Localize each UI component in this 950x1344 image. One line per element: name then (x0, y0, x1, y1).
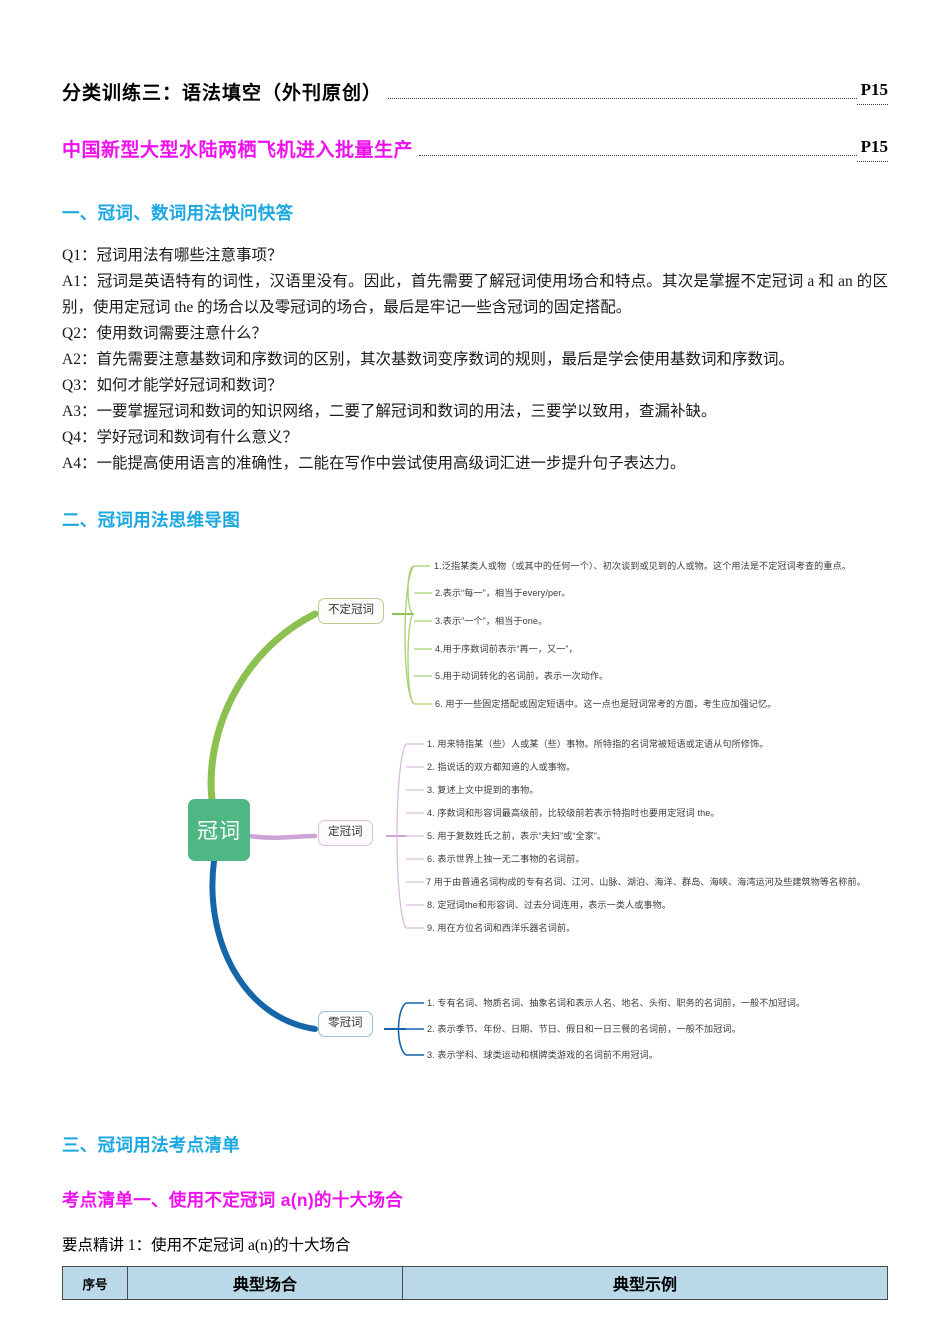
mind-map-center-node: 冠词 (188, 799, 250, 861)
mind-map-branch-definite-article: 定冠词 (318, 820, 373, 846)
section-heading-1: 一、冠词、数词用法快问快答 (62, 203, 294, 223)
table-header-example: 典型示例 (402, 1266, 888, 1300)
qa-line: Q4：学好冠词和数词有什么意义？ (62, 429, 298, 446)
mind-map-leaf: 1. 用来特指某（些）人或某（些）事物。所特指的名词常被短语或定语从句所修饰。 (427, 739, 769, 749)
mind-map-leaf: 8. 定冠词the和形容词、过去分词连用，表示一类人或事物。 (427, 900, 672, 910)
mind-map-leaf: 2.表示“每一”，相当于every/per。 (435, 588, 571, 598)
mind-map-connectors (207, 565, 432, 1056)
article-mind-map: 冠词 不定冠词 定冠词 零冠词 1.泛指某类人或物（或其中的任何一个）、初次谈到… (62, 548, 888, 1110)
qa-line: Q2：使用数词需要注意什么？ (62, 325, 267, 342)
table-header-case: 典型场合 (127, 1266, 403, 1300)
mind-map-leaf: 3. 表示学科、球类运动和棋牌类游戏的名词前不用冠词。 (427, 1050, 659, 1060)
mind-map-leaf: 4. 序数词和形容词最高级前，比较级前若表示特指时也要用定冠词 the。 (427, 808, 720, 818)
mind-map-leaf: 2. 表示季节、年份、日期、节日、假日和一日三餐的名词前，一般不加冠词。 (427, 1024, 741, 1034)
article-title-page-number: P15 (856, 137, 888, 162)
article-title: 中国新型大型水陆两栖飞机进入批量生产 (62, 140, 414, 161)
table-header-index: 序号 (62, 1266, 128, 1300)
document-title: 分类训练三：语法填空（外刊原创） (62, 83, 383, 104)
point-explain-line: 要点精讲 1：使用不定冠词 a(n)的十大场合 (62, 1237, 351, 1254)
qa-line: A1：冠词是英语特有的词性，汉语里没有。因此，首先需要了解冠词使用场合和特点。其… (62, 273, 888, 316)
mind-map-leaf: 5.用于动词转化的名词前，表示一次动作。 (435, 671, 609, 681)
qa-block: Q1：冠词用法有哪些注意事项？ A1：冠词是英语特有的词性，汉语里没有。因此，首… (62, 243, 888, 477)
document-title-row: 分类训练三：语法填空（外刊原创） P15 (62, 78, 888, 105)
mind-map-leaf: 6. 表示世界上独一无二事物的名词前。 (427, 854, 585, 864)
document-title-page-number: P15 (856, 80, 888, 105)
mind-map-branch-zero-article: 零冠词 (318, 1011, 373, 1037)
leader-dots (419, 154, 857, 156)
mind-map-leaf: 3.表示“一个”，相当于one。 (435, 616, 548, 626)
section-heading-3: 三、冠词用法考点清单 (62, 1135, 240, 1155)
leader-dots (388, 97, 857, 99)
qa-line: A2：首先需要注意基数词和序数词的区别，其次基数词变序数词的规则，最后是学会使用… (62, 351, 794, 368)
mind-map-leaf: 2. 指说话的双方都知道的人或事物。 (427, 762, 576, 772)
mind-map-leaf: 4.用于序数词前表示“再一，又一”， (435, 644, 578, 654)
table-header-row: 序号 典型场合 典型示例 (62, 1266, 888, 1300)
article-title-row: 中国新型大型水陆两栖飞机进入批量生产 P15 (62, 135, 888, 162)
qa-line: A4：一能提高使用语言的准确性，二能在写作中尝试使用高级词汇进一步提升句子表达力… (62, 455, 686, 472)
section-heading-2: 二、冠词用法思维导图 (62, 510, 240, 530)
mind-map-leaf: 6. 用于一些固定搭配或固定短语中。这一点也是冠词常考的方面，考生应加强记忆。 (435, 699, 777, 709)
mind-map-leaf: 7 用于由普通名词构成的专有名词、江河、山脉、湖泊、海洋、群岛、海峡、海湾运河及… (426, 877, 866, 887)
mind-map-leaf: 9. 用在方位名词和西洋乐器名词前。 (427, 923, 576, 933)
qa-line: A3：一要掌握冠词和数词的知识网络，二要了解冠词和数词的用法，三要学以致用，查漏… (62, 403, 717, 420)
mind-map-leaf: 5. 用于复数姓氏之前，表示“夫妇”或“全家”。 (427, 831, 607, 841)
mind-map-leaf: 1. 专有名词、物质名词、抽象名词和表示人名、地名、头衔、职务的名词前，一般不加… (427, 998, 806, 1008)
qa-line: Q1：冠词用法有哪些注意事项？ (62, 247, 283, 264)
qa-line: Q3：如何才能学好冠词和数词？ (62, 377, 283, 394)
kaodian-table: 序号 典型场合 典型示例 (62, 1266, 888, 1300)
mind-map-leaf: 1.泛指某类人或物（或其中的任何一个）、初次谈到或见到的人或物。这个用法是不定冠… (434, 561, 851, 571)
kaodian-list-heading-1: 考点清单一、使用不定冠词 a(n)的十大场合 (62, 1190, 404, 1210)
mind-map-leaf: 3. 复述上文中提到的事物。 (427, 785, 539, 795)
page-content: 分类训练三：语法填空（外刊原创） P15 中国新型大型水陆两栖飞机进入批量生产 … (62, 78, 888, 1300)
mind-map-branch-indefinite-article: 不定冠词 (318, 598, 384, 624)
